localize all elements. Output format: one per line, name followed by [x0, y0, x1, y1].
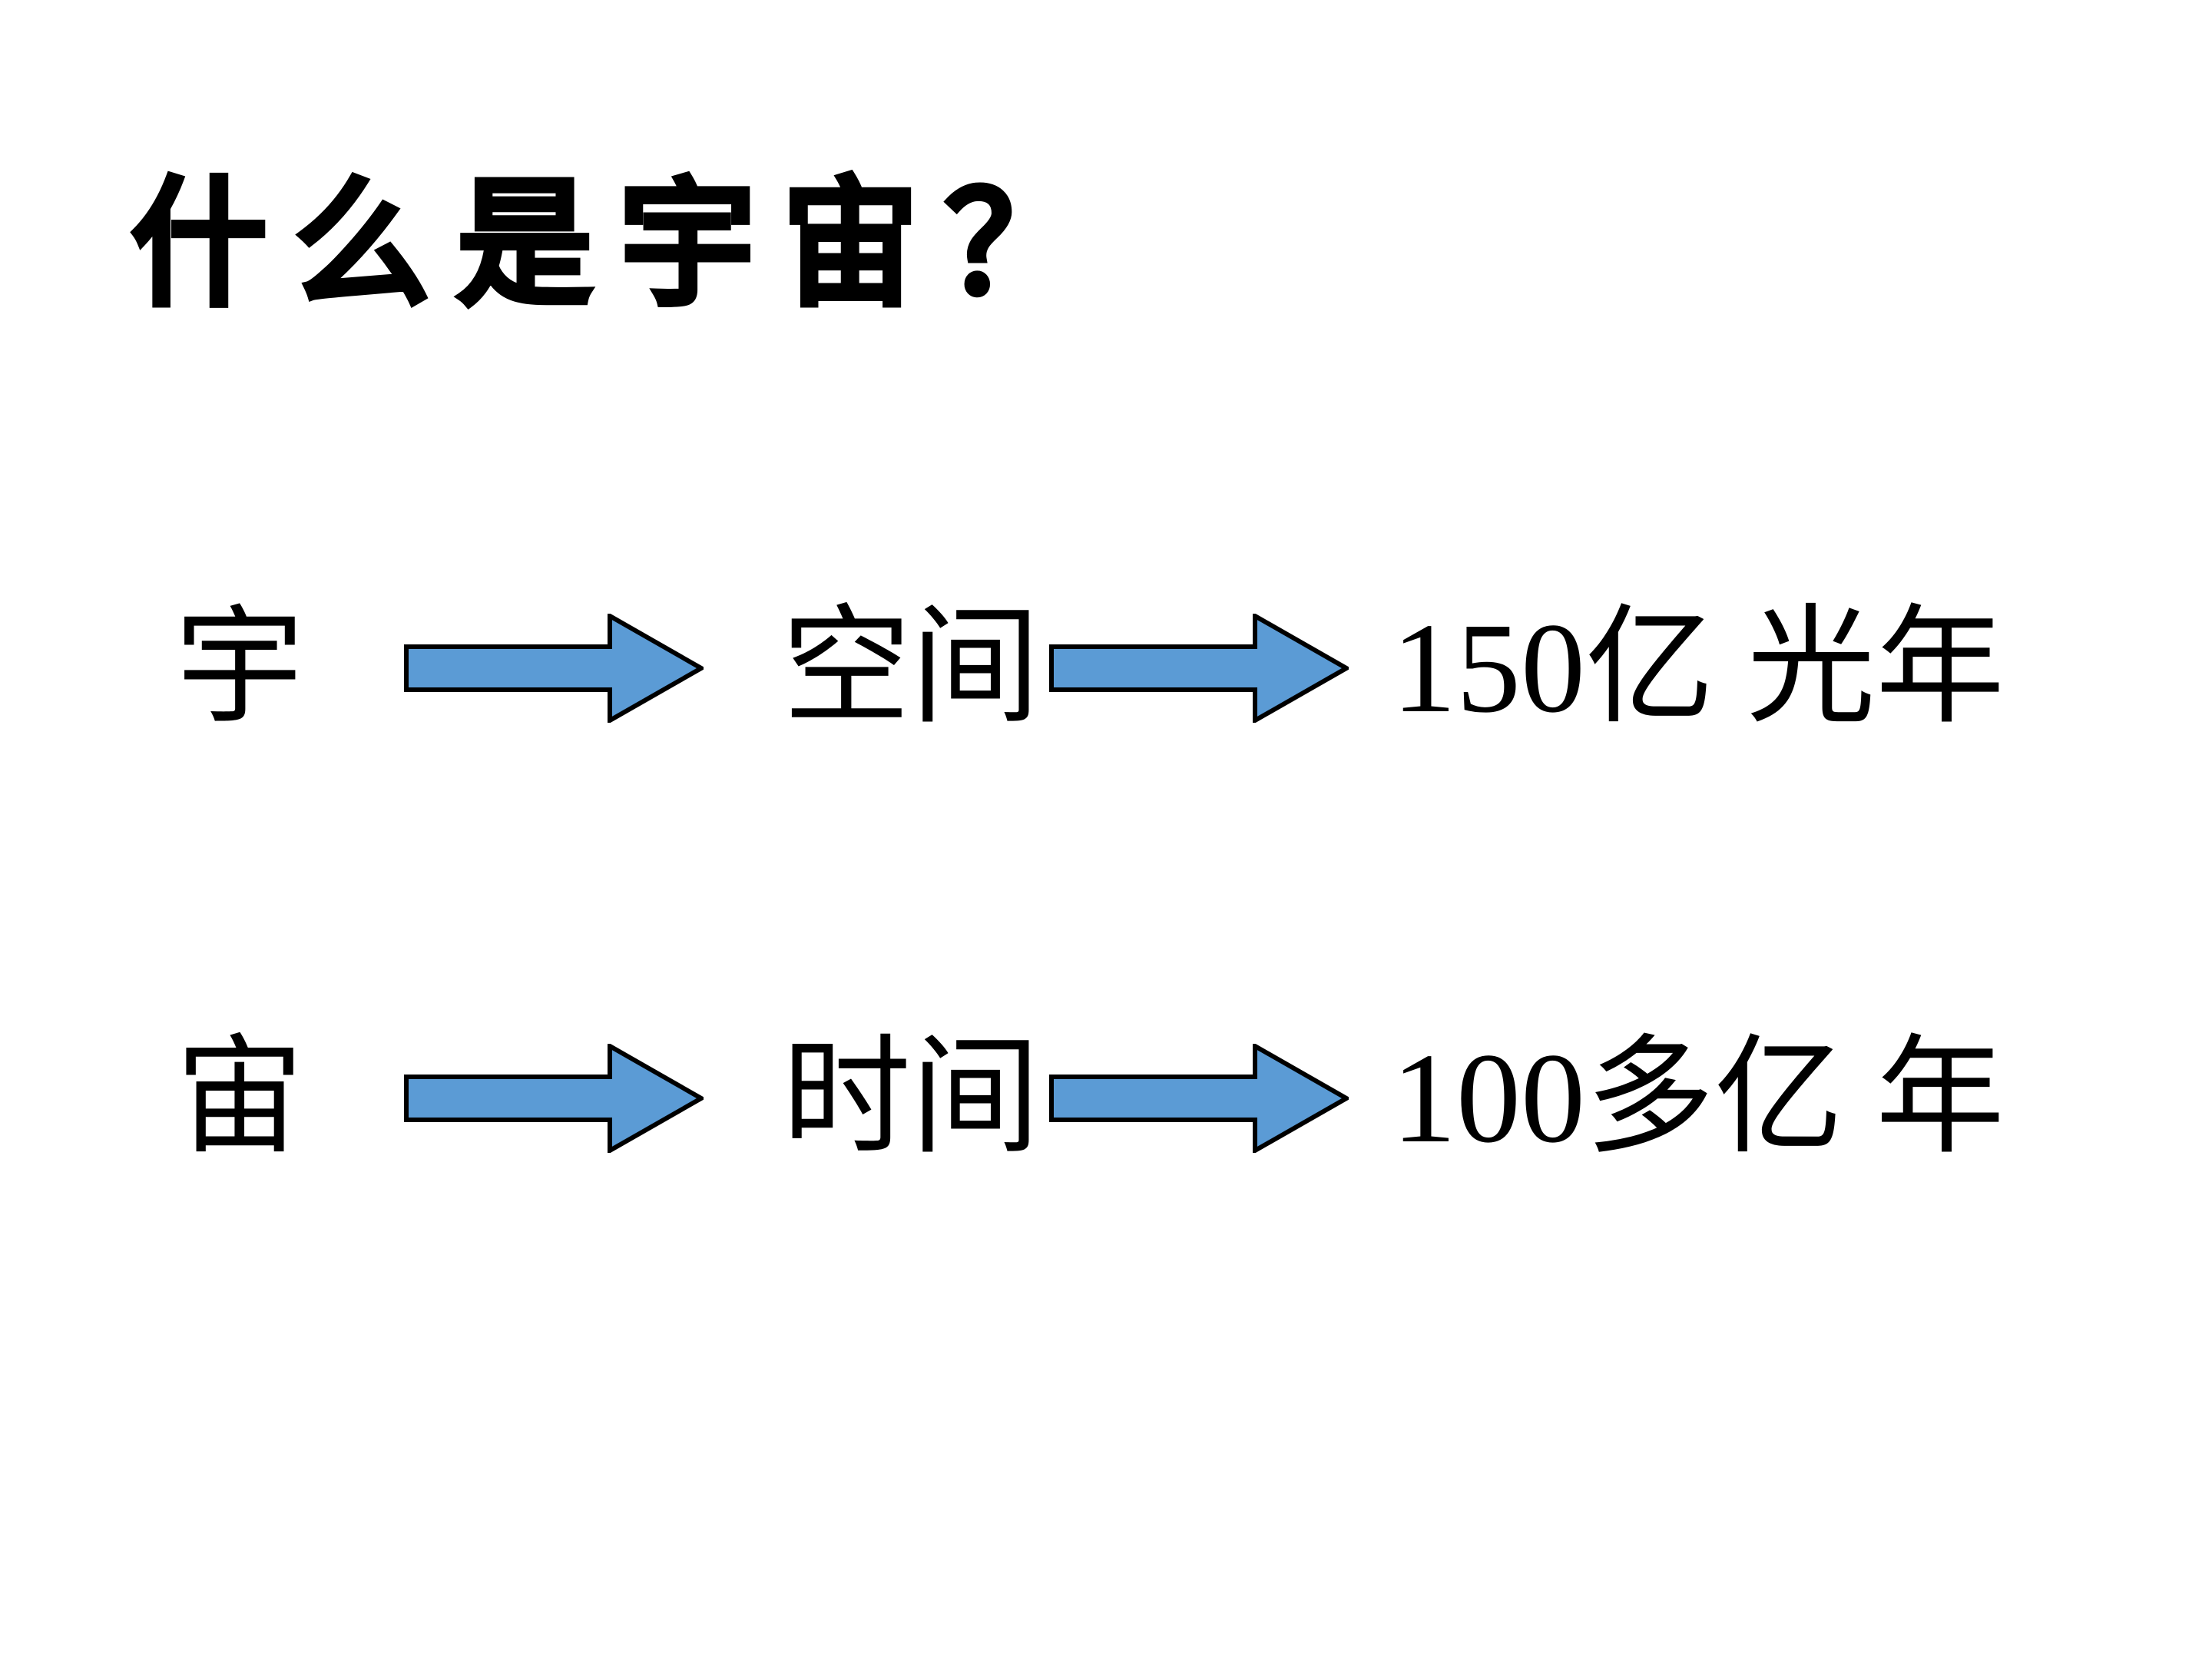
row-time-arrow-2-wrap: [1049, 1044, 1349, 1153]
row-space-arrow-1-wrap: [404, 614, 704, 723]
row-space-term-c: 150亿 光年: [1392, 597, 2005, 740]
right-arrow-icon: [1049, 1044, 1349, 1153]
equation-row-space: 宇 空间 150亿 光年: [0, 568, 2212, 768]
row-time-term-a: 宙: [175, 1027, 304, 1170]
row-space-term-b-wrap: 空间: [782, 604, 1040, 733]
right-arrow-icon: [404, 614, 704, 723]
row-time-term-c-wrap: 100多亿 年: [1392, 1034, 2083, 1163]
page-title: 什么是宇宙？: [129, 163, 1108, 326]
row-space-arrow-2-wrap: [1049, 614, 1349, 723]
row-time-arrow-1-wrap: [404, 1044, 704, 1153]
row-space-term-c-wrap: 150亿 光年: [1392, 604, 2083, 733]
row-time-term-c: 100多亿 年: [1392, 1027, 2005, 1170]
equation-row-time: 宙 时间 100多亿 年: [0, 998, 2212, 1198]
right-arrow-icon: [1049, 614, 1349, 723]
row-space-term-b: 空间: [782, 597, 1040, 740]
right-arrow-icon: [404, 1044, 704, 1153]
row-space-term-a-wrap: 宇: [175, 604, 382, 733]
row-time-term-b: 时间: [782, 1027, 1040, 1170]
row-time-term-b-wrap: 时间: [782, 1034, 1040, 1163]
row-time-term-a-wrap: 宙: [175, 1034, 382, 1163]
row-space-term-a: 宇: [175, 597, 304, 740]
